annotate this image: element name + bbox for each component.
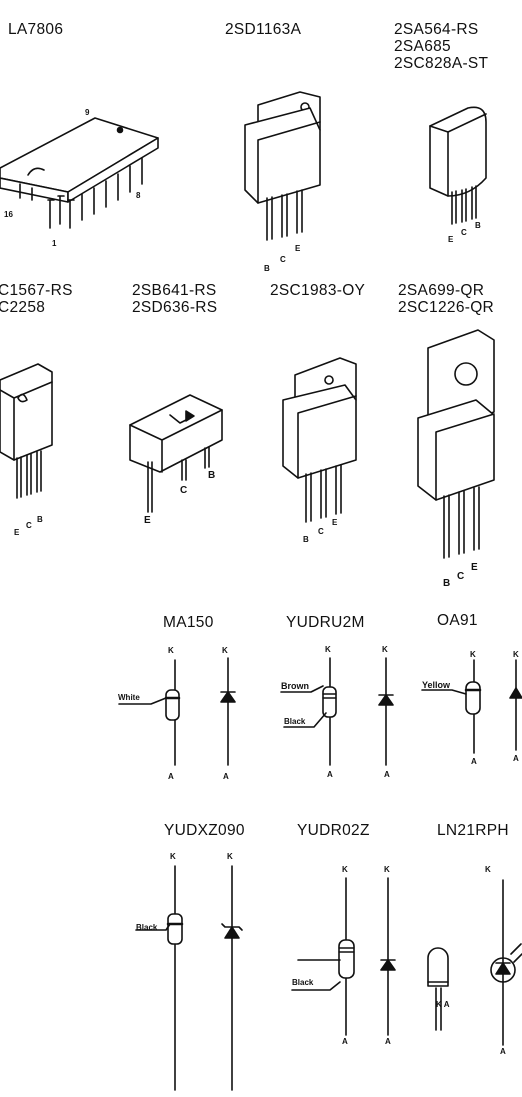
pin-a-label: A: [471, 757, 477, 766]
label-2sd1163a: 2SD1163A: [225, 21, 302, 38]
label-2sa685: 2SA685: [394, 38, 451, 55]
pin-b-label: B: [37, 515, 43, 524]
pin-a-label: A: [223, 772, 229, 781]
pin-k-label: K: [513, 650, 519, 659]
ma150-diode-drawing: [119, 658, 235, 765]
ln21rph-led-drawing: [428, 880, 522, 1045]
pin-b-label: B: [443, 578, 451, 589]
label-2sc1983-oy: 2SC1983-OY: [270, 282, 366, 299]
pin-k-label: K: [168, 646, 174, 655]
pin-c-label: C: [180, 485, 188, 496]
label-ma150: MA150: [163, 614, 214, 631]
pin-k-label: K: [470, 650, 476, 659]
label-oa91: OA91: [437, 612, 478, 629]
label-yudru2m: YUDRU2M: [286, 614, 365, 631]
pin-e-label: E: [144, 515, 151, 526]
label-2sc1226-qr: 2SC1226-QR: [398, 299, 495, 316]
2sc1983-transistor-drawing: [283, 358, 356, 522]
pin-k-label: K: [342, 865, 348, 874]
yellow-band-label: Yellow: [422, 680, 451, 690]
label-c1567-rs: C1567-RS: [0, 282, 73, 299]
pin-k-label: K: [222, 646, 228, 655]
pin-a-label: A: [385, 1037, 391, 1046]
pin-b-label: B: [208, 470, 216, 481]
pin-k-label: K: [170, 852, 176, 861]
label-2sa699-qr: 2SA699-QR: [398, 282, 485, 299]
to220-transistor-drawing: [245, 92, 320, 240]
ic-pin16-label: 16: [4, 210, 13, 219]
yudr02z-diode-drawing: [292, 878, 395, 1035]
ic-pin8-label: 8: [136, 191, 141, 200]
pin-e-label: E: [332, 518, 338, 527]
pin-e-label: E: [471, 562, 478, 573]
pin-c-label: C: [461, 228, 467, 237]
pin-c-label: C: [318, 527, 324, 536]
pin-c-label: C: [26, 521, 32, 530]
2sa699-transistor-drawing: [418, 330, 494, 558]
label-c2258: C2258: [0, 299, 46, 316]
yudxz090-zener-drawing: [136, 866, 242, 1090]
led-pins-label: K A: [436, 1000, 450, 1009]
pin-e-label: E: [295, 244, 301, 253]
label-yudr02z: YUDR02Z: [297, 822, 370, 839]
black-band-label: Black: [284, 717, 306, 726]
pin-a-label: A: [513, 754, 519, 763]
pin-b-label: B: [475, 221, 481, 230]
white-band-label: White: [118, 693, 140, 702]
pin-c-label: C: [280, 255, 286, 264]
ic-pin1-label: 1: [52, 239, 57, 248]
pin-b-label: B: [264, 264, 270, 273]
brown-band-label: Brown: [281, 681, 309, 691]
pin-k-label: K: [485, 865, 491, 874]
black-band-label: Black: [136, 923, 158, 932]
label-la7806: LA7806: [8, 21, 64, 38]
dip16-ic-drawing: [0, 118, 158, 228]
yudru2m-diode-drawing: [281, 658, 393, 765]
pin-a-label: A: [168, 772, 174, 781]
pin-e-label: E: [14, 528, 20, 537]
pin-k-label: K: [325, 645, 331, 654]
pin-b-label: B: [303, 535, 309, 544]
label-ln21rph: LN21RPH: [437, 822, 509, 839]
pin-k-label: K: [382, 645, 388, 654]
pin-a-label: A: [327, 770, 333, 779]
label-yudxz090: YUDXZ090: [164, 822, 245, 839]
label-2sb641-rs: 2SB641-RS: [132, 282, 217, 299]
black-band-label: Black: [292, 978, 314, 987]
pin-a-label: A: [342, 1037, 348, 1046]
to92-transistor-drawing: [430, 107, 486, 224]
pin-e-label: E: [448, 235, 454, 244]
pin-c-label: C: [457, 571, 465, 582]
ic-pin9-label: 9: [85, 108, 90, 117]
label-2sd636-rs: 2SD636-RS: [132, 299, 218, 316]
2sb641-transistor-drawing: [130, 395, 222, 512]
pin-a-label: A: [384, 770, 390, 779]
pin-a-label: A: [500, 1047, 506, 1056]
label-2sc828a-st: 2SC828A-ST: [394, 55, 489, 72]
pin-k-label: K: [227, 852, 233, 861]
oa91-diode-drawing: [422, 660, 522, 753]
c1567-transistor-drawing: [0, 364, 52, 498]
pin-k-label: K: [384, 865, 390, 874]
label-2sa564-rs: 2SA564-RS: [394, 21, 479, 38]
